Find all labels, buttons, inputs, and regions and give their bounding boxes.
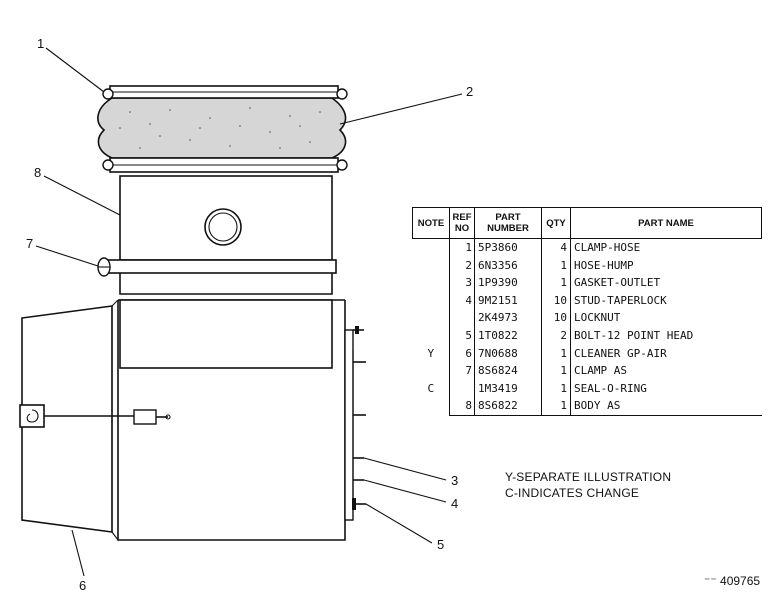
cell-qty: 1	[541, 256, 571, 275]
cell-note: Y	[427, 346, 435, 360]
cell-qty: 2	[541, 326, 571, 345]
callout-7: 7	[26, 236, 33, 251]
callout-8: 8	[34, 165, 41, 180]
illustration-number-text: 409765	[720, 574, 761, 588]
callout-1: 1	[37, 36, 44, 51]
cell-name: BOLT-12 POINT HEAD	[570, 326, 762, 345]
cell-note	[413, 362, 450, 380]
callout-3: 3	[451, 473, 458, 488]
cell-part: 8S6824	[474, 362, 542, 380]
cell-name: CLAMP-HOSE	[570, 238, 762, 257]
cell-part: 1P9390	[474, 274, 542, 292]
cell-name: BODY AS	[570, 397, 762, 416]
cell-name: CLEANER GP-AIR	[570, 344, 762, 363]
air-cleaner-housing	[19, 299, 366, 541]
cell-ref: 1	[449, 238, 475, 257]
header-part-name: PART NAME	[570, 207, 762, 239]
cell-note	[413, 309, 450, 327]
cell-part: 7N0688	[474, 344, 542, 363]
cell-qty: 1	[541, 379, 571, 398]
cell-ref: 2	[449, 256, 475, 275]
callout-4: 4	[451, 496, 458, 511]
cell-part: 9M2151	[474, 291, 542, 310]
cell-note	[413, 327, 450, 345]
cell-note	[413, 274, 450, 292]
cell-qty: 1	[541, 362, 571, 380]
callout-labels: 1 2 3 4 5 6 7 8	[26, 36, 473, 593]
header-part-number: PART NUMBER	[474, 207, 542, 239]
header-note: NOTE	[412, 207, 450, 239]
cell-ref	[449, 379, 475, 398]
callout-6: 6	[79, 578, 86, 593]
cell-part: 2K4973	[474, 309, 542, 327]
cell-name: SEAL-O-RING	[570, 379, 762, 398]
illustration-number: ⁻⁻ 409765	[704, 574, 760, 588]
illustration-dash: ⁻⁻	[704, 574, 721, 588]
note-indicates-change: C-INDICATES CHANGE	[505, 486, 640, 500]
upper-hose-clamp	[102, 85, 348, 100]
cell-qty: 1	[541, 344, 571, 363]
cell-name: CLAMP AS	[570, 362, 762, 380]
cell-note	[413, 257, 450, 275]
header-ref-no: REF NO	[449, 207, 475, 239]
cell-ref: 5	[449, 326, 475, 345]
cell-name: STUD-TAPERLOCK	[570, 291, 762, 310]
body-clamp	[97, 257, 337, 277]
cell-ref: 3	[449, 274, 475, 292]
cell-note	[413, 397, 450, 415]
lower-hose-clamp	[102, 157, 348, 173]
cell-qty: 1	[541, 274, 571, 292]
note-separate-illustration: Y-SEPARATE ILLUSTRATION	[505, 470, 672, 484]
cell-ref: 4	[449, 291, 475, 310]
cell-ref	[449, 309, 475, 327]
header-qty: QTY	[541, 207, 571, 239]
flange-studs	[352, 326, 366, 510]
cell-part: 5P3860	[474, 238, 542, 257]
body-neck	[119, 273, 333, 295]
cell-part: 6N3356	[474, 256, 542, 275]
cell-part: 1T0822	[474, 326, 542, 345]
cell-ref: 8	[449, 397, 475, 416]
cell-name: LOCKNUT	[570, 309, 762, 327]
hose-hump	[97, 97, 347, 159]
cell-name: GASKET-OUTLET	[570, 274, 762, 292]
cell-note	[413, 239, 450, 257]
leader-lines	[35, 47, 463, 577]
table-header-row: NOTE REF NO PART NUMBER QTY PART NAME	[412, 207, 762, 239]
cell-qty: 10	[541, 291, 571, 310]
cell-note	[413, 292, 450, 310]
cell-qty: 10	[541, 309, 571, 327]
body-assembly	[119, 175, 333, 261]
cell-qty: 4	[541, 238, 571, 257]
cell-ref: 7	[449, 362, 475, 380]
callout-2: 2	[466, 84, 473, 99]
cell-qty: 1	[541, 397, 571, 416]
cell-name: HOSE-HUMP	[570, 256, 762, 275]
cell-part: 1M3419	[474, 379, 542, 398]
cell-note: C	[427, 381, 435, 395]
cell-ref: 6	[449, 344, 475, 363]
cell-part: 8S6822	[474, 397, 542, 416]
callout-5: 5	[437, 537, 444, 552]
